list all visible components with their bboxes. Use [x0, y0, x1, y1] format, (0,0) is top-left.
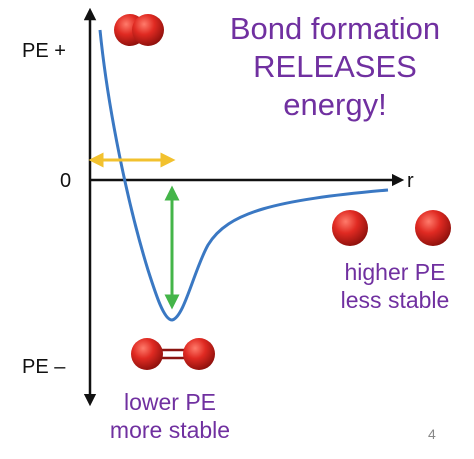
- bonded-molecule: [131, 338, 215, 370]
- atom: [132, 14, 164, 46]
- y-axis-bottom-label: PE –: [22, 356, 66, 378]
- y-axis-top-label: PE +: [22, 40, 66, 62]
- headline-line: RELEASES: [253, 48, 417, 84]
- atom: [131, 338, 163, 370]
- atom: [415, 210, 451, 246]
- headline-line: Bond formation: [229, 11, 441, 46]
- lower-pe-caption: lower PE more stable: [95, 388, 245, 444]
- overlapping-atoms: [114, 14, 164, 46]
- caption-line: higher PE: [344, 259, 446, 285]
- higher-pe-caption: higher PE less stable: [325, 258, 465, 314]
- atom: [332, 210, 368, 246]
- caption-line: more stable: [109, 417, 231, 444]
- headline-line: energy!: [283, 86, 387, 122]
- zero-label: 0: [60, 170, 72, 192]
- atom: [183, 338, 215, 370]
- caption-line: less stable: [340, 287, 450, 314]
- separated-atoms: [332, 210, 451, 246]
- x-axis-label: r: [407, 170, 414, 192]
- caption-line: lower PE: [123, 389, 217, 415]
- headline: Bond formation RELEASES energy!: [200, 10, 470, 123]
- page-number: 4: [428, 426, 436, 442]
